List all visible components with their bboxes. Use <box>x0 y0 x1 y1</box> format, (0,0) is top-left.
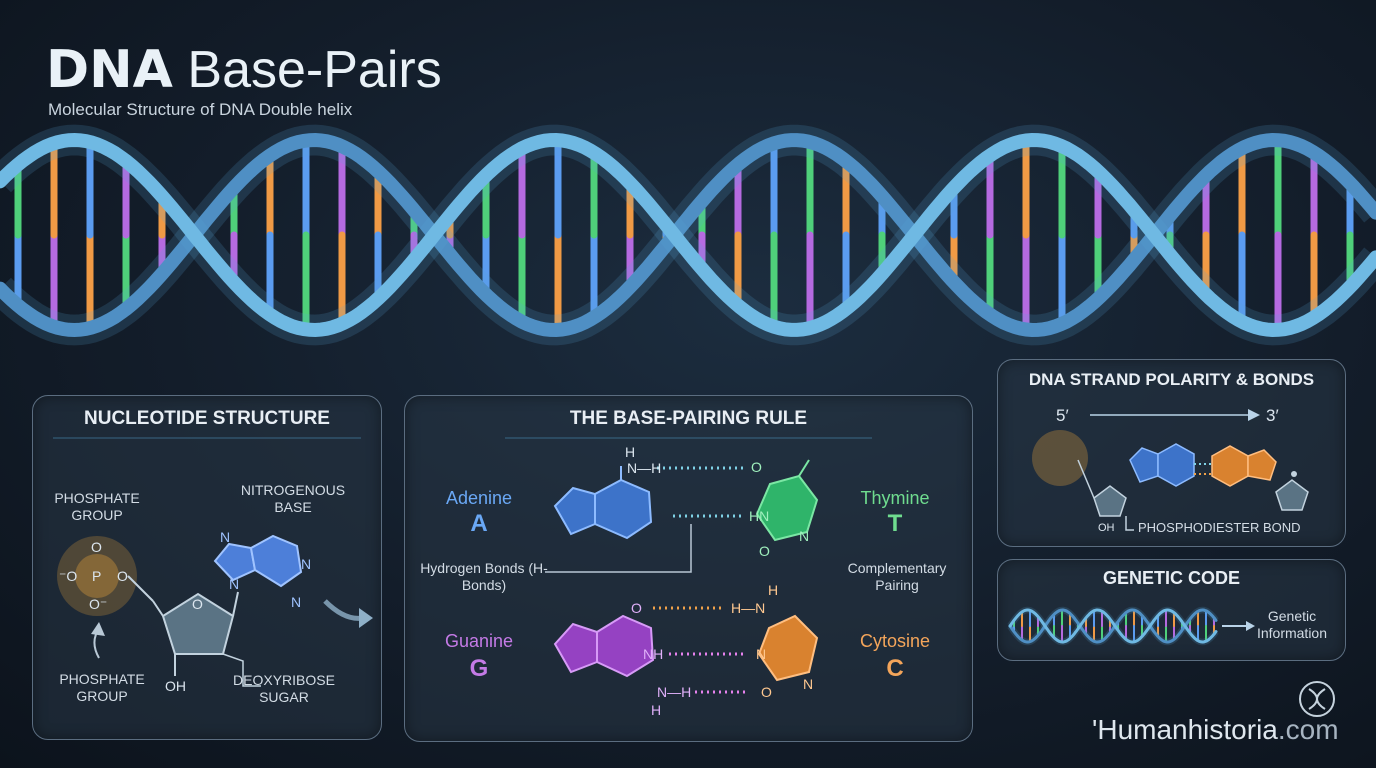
cytosine-n: N <box>756 646 767 662</box>
phosphodiester-bond-label: PHOSPHODIESTER BOND <box>1138 520 1301 535</box>
purine-five-ring <box>213 542 257 582</box>
polarity-panel-title: DNA STRAND POLARITY & BONDS <box>1028 370 1315 389</box>
base-pairing-diagram <box>505 437 872 694</box>
cytosine-n2: N <box>803 676 814 692</box>
genetic-information-label: Genetic Information <box>1256 608 1328 641</box>
base-n2: N <box>229 576 240 592</box>
base-pairing-panel-title: THE BASE-PAIRING RULE <box>569 408 808 429</box>
phosphate-p: P <box>92 568 102 584</box>
nitrogenous-base-label: NITROGENOUS BASE <box>240 482 346 515</box>
genetic-code-title: GENETIC CODE <box>1102 568 1240 588</box>
dna-helix-illustration <box>0 124 1376 346</box>
hydrogen-bonds-label: Hydrogen Bonds (H-Bonds) <box>420 560 548 593</box>
guanine-o: O <box>631 600 642 616</box>
page-title: DNA Base-Pairs <box>46 40 442 100</box>
adenine-letter: A <box>470 510 488 537</box>
cytosine-hn: H—N <box>731 600 766 616</box>
backbone-glow <box>0 124 1376 346</box>
thymine-letter: T <box>887 510 903 537</box>
polarity-oh: OH <box>1098 522 1115 534</box>
sugar-ring-o: O <box>192 596 203 612</box>
dna-logo-icon <box>1299 681 1335 717</box>
cytosine-letter: C <box>886 655 904 682</box>
five-prime-label: 5′ <box>1056 406 1069 425</box>
guanine-nh-bottom: N—H <box>657 684 692 700</box>
right-arrow-icon <box>359 608 373 628</box>
sugar-phosphate-backbone <box>0 132 1376 338</box>
adenine-h: H <box>625 444 636 460</box>
deoxyribose-ring <box>161 592 235 655</box>
mini-helix-icon <box>1007 606 1255 646</box>
polarity-diagram <box>1032 409 1309 531</box>
genetic-code-panel: GENETIC CODE Genetic Information <box>997 559 1346 661</box>
thymine-o-bottom: O <box>759 543 770 559</box>
arrow-right-icon <box>1246 621 1255 631</box>
phosphate-o-top: O <box>91 539 102 555</box>
phosphate-o-bottom: O⁻ <box>89 596 108 612</box>
phosphate-o-left: ⁻O <box>59 568 78 584</box>
sugar-phosphate-backbone <box>0 132 1376 338</box>
nucleotide-diagram <box>53 437 373 687</box>
thymine-o-top: O <box>751 459 762 475</box>
page-subtitle: Molecular Structure of DNA Double helix <box>48 100 353 119</box>
purine-six-ring <box>249 534 303 588</box>
guanine-name: Guanine <box>444 631 514 651</box>
three-prime-label: 3′ <box>1266 406 1279 425</box>
nucleotide-panel-title: NUCLEOTIDE STRUCTURE <box>84 408 330 429</box>
base-n1: N <box>220 529 231 545</box>
cytosine-h: H <box>768 582 779 598</box>
adenine-name: Adenine <box>445 488 513 508</box>
cytosine-name: Cytosine <box>859 631 931 651</box>
complementary-pairing-label: Complementary Pairing <box>847 560 947 593</box>
phosphate-group-label: PHOSPHATE GROUP <box>54 490 140 523</box>
brand-name: 'Humanhistoria.com <box>1092 714 1339 745</box>
base-n4: N <box>291 594 302 610</box>
sugar-oh: OH <box>165 678 186 694</box>
cytosine-o: O <box>761 684 772 700</box>
phosphate-group-label-bottom: PHOSPHATE GROUP <box>59 671 145 704</box>
nucleotide-structure-panel: NUCLEOTIDE STRUCTURE PHOSPHATE GROUP NIT… <box>32 395 382 740</box>
base-pairing-panel: THE BASE-PAIRING RULE Adenine A Thymine … <box>404 395 973 742</box>
direction-arrow-icon <box>1248 409 1260 421</box>
guanine-letter: G <box>469 655 489 682</box>
thymine-name: Thymine <box>860 488 930 508</box>
adenine-nh: N—H <box>627 460 662 476</box>
strand-polarity-panel: DNA STRAND POLARITY & BONDS 5′ 3′ OH PHO… <box>997 359 1346 547</box>
thymine-hn: HN <box>749 508 770 524</box>
deoxyribose-sugar-label: DEOXYRIBOSE SUGAR <box>233 672 335 705</box>
guanine-h: H <box>651 702 662 718</box>
phosphate-o-right: O <box>117 568 128 584</box>
thymine-n: N <box>799 528 810 544</box>
up-arrow-icon <box>91 622 105 636</box>
sugar-phosphate-backbone <box>1008 608 1218 644</box>
guanine-nh: NH <box>643 646 664 662</box>
base-n3: N <box>301 556 312 572</box>
